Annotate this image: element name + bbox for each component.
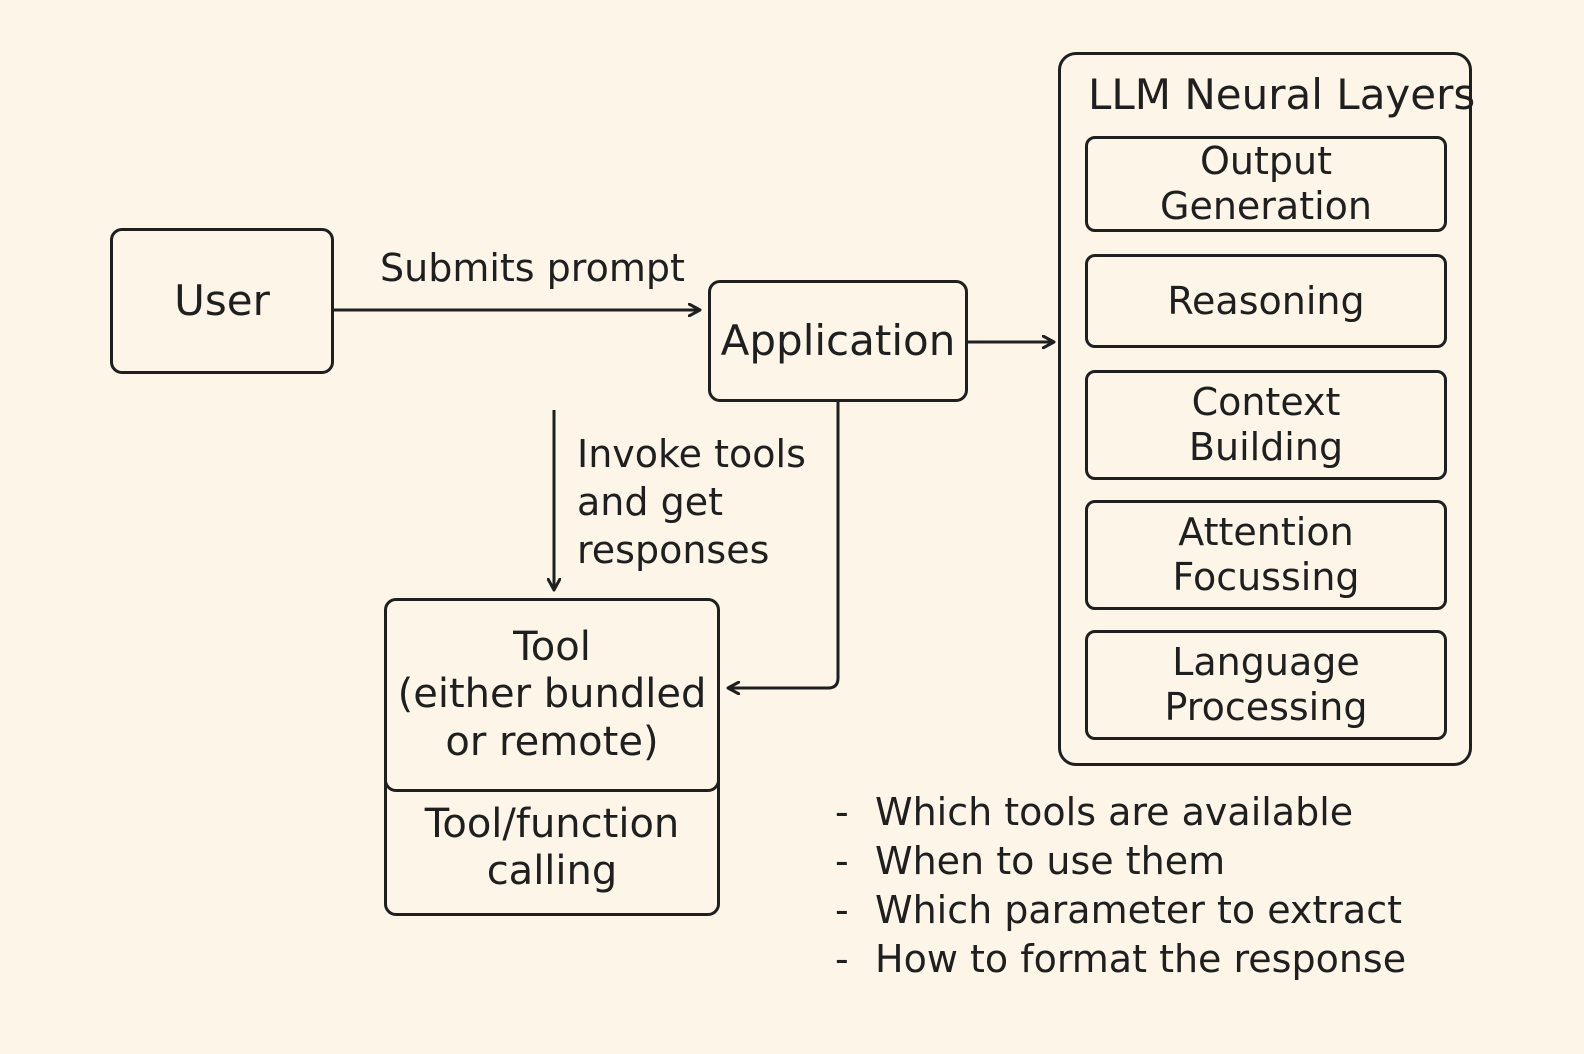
note-text: Which parameter to extract (875, 888, 1402, 932)
layer-attention-focussing-line-1: Attention (1178, 510, 1354, 555)
note-item: -How to format the response (835, 935, 1406, 984)
llm-container (1058, 52, 1472, 766)
arrow-application-to-tool (728, 402, 840, 688)
invoke-tools-line-3: responses (577, 528, 770, 572)
note-text: How to format the response (875, 937, 1407, 981)
layer-output-generation-line-1: Output Generation (1160, 139, 1372, 228)
tool-calling-node: Tool/function calling (384, 768, 720, 916)
user-label: User (174, 276, 270, 326)
tool-calling-line-1: Tool/function (424, 800, 680, 847)
invoke-tools-line-1: Invoke tools (577, 432, 806, 476)
note-marker: - (835, 839, 849, 883)
llm-title: LLM Neural Layers (1088, 70, 1476, 119)
note-marker: - (835, 937, 849, 981)
layer-language-processing-line-1: Language (1172, 640, 1360, 685)
user-node: User (110, 228, 334, 374)
layer-language-processing-line-2: Processing (1164, 685, 1368, 729)
layer-context-building-line-2: Building (1188, 425, 1344, 469)
invoke-tools-line-2: and get (577, 480, 723, 524)
note-marker: - (835, 888, 849, 932)
note-item: -Which parameter to extract (835, 886, 1406, 935)
note-marker: - (835, 790, 849, 834)
application-label: Application (720, 316, 956, 366)
note-text: Which tools are available (875, 790, 1354, 834)
layer-context-building-line-1: Context (1191, 380, 1341, 425)
tool-line-2: (either bundled (397, 671, 707, 718)
layer-reasoning: Reasoning (1085, 254, 1447, 348)
note-item: -Which tools are available (835, 788, 1406, 837)
layer-context-building: Context Building (1085, 370, 1447, 480)
invoke-tools-label: Invoke tools and get responses (577, 430, 806, 574)
layer-attention-focussing: Attention Focussing (1085, 500, 1447, 610)
tool-calling-line-2: calling (486, 847, 618, 894)
tool-line-3: or remote) (445, 718, 659, 765)
note-item: -When to use them (835, 837, 1406, 886)
notes-list: -Which tools are available -When to use … (835, 788, 1406, 984)
layer-reasoning-line-1: Reasoning (1167, 278, 1365, 323)
layer-attention-focussing-line-2: Focussing (1172, 555, 1360, 599)
note-text: When to use them (875, 839, 1226, 883)
tool-node: Tool (either bundled or remote) (384, 598, 720, 792)
application-node: Application (708, 280, 968, 402)
tool-line-1: Tool (513, 624, 591, 671)
layer-output-generation: Output Generation (1085, 136, 1447, 232)
submits-prompt-label: Submits prompt (380, 246, 685, 290)
layer-language-processing: Language Processing (1085, 630, 1447, 740)
